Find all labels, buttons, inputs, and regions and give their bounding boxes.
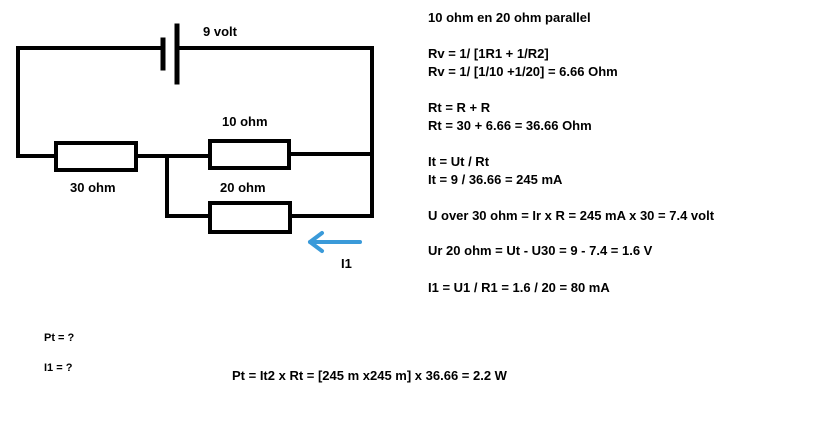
calc-rv-formula: Rv = 1/ [1R1 + 1/R2]	[428, 46, 549, 61]
calc-ur20: Ur 20 ohm = Ut - U30 = 9 - 7.4 = 1.6 V	[428, 243, 653, 258]
power-calculation: Pt = It2 x Rt = [245 m x245 m] x 36.66 =…	[232, 368, 507, 383]
resistor-20-label: 20 ohm	[220, 180, 266, 195]
current-label: I1	[341, 256, 352, 271]
calc-title: 10 ohm en 20 ohm parallel	[428, 10, 591, 25]
current-arrow-icon	[308, 231, 362, 253]
calc-u30: U over 30 ohm = Ir x R = 245 mA x 30 = 7…	[428, 208, 715, 223]
resistor-20-ohm	[208, 201, 292, 234]
resistor-10-ohm	[208, 139, 291, 170]
resistor-30-ohm	[54, 141, 138, 172]
calc-rv-value: Rv = 1/ [1/10 +1/20] = 6.66 Ohm	[428, 64, 618, 79]
calc-rt-value: Rt = 30 + 6.66 = 36.66 Ohm	[428, 118, 592, 133]
battery-label: 9 volt	[203, 24, 237, 39]
calc-rt-formula: Rt = R + R	[428, 100, 491, 115]
calc-it-value: It = 9 / 36.66 = 245 mA	[428, 172, 563, 187]
calc-it-formula: It = Ut / Rt	[428, 154, 490, 169]
resistor-10-label: 10 ohm	[222, 114, 268, 129]
question-pt: Pt = ?	[44, 332, 75, 344]
question-i1: I1 = ?	[44, 362, 73, 374]
resistor-30-label: 30 ohm	[70, 180, 116, 195]
calc-i1: I1 = U1 / R1 = 1.6 / 20 = 80 mA	[428, 280, 610, 295]
